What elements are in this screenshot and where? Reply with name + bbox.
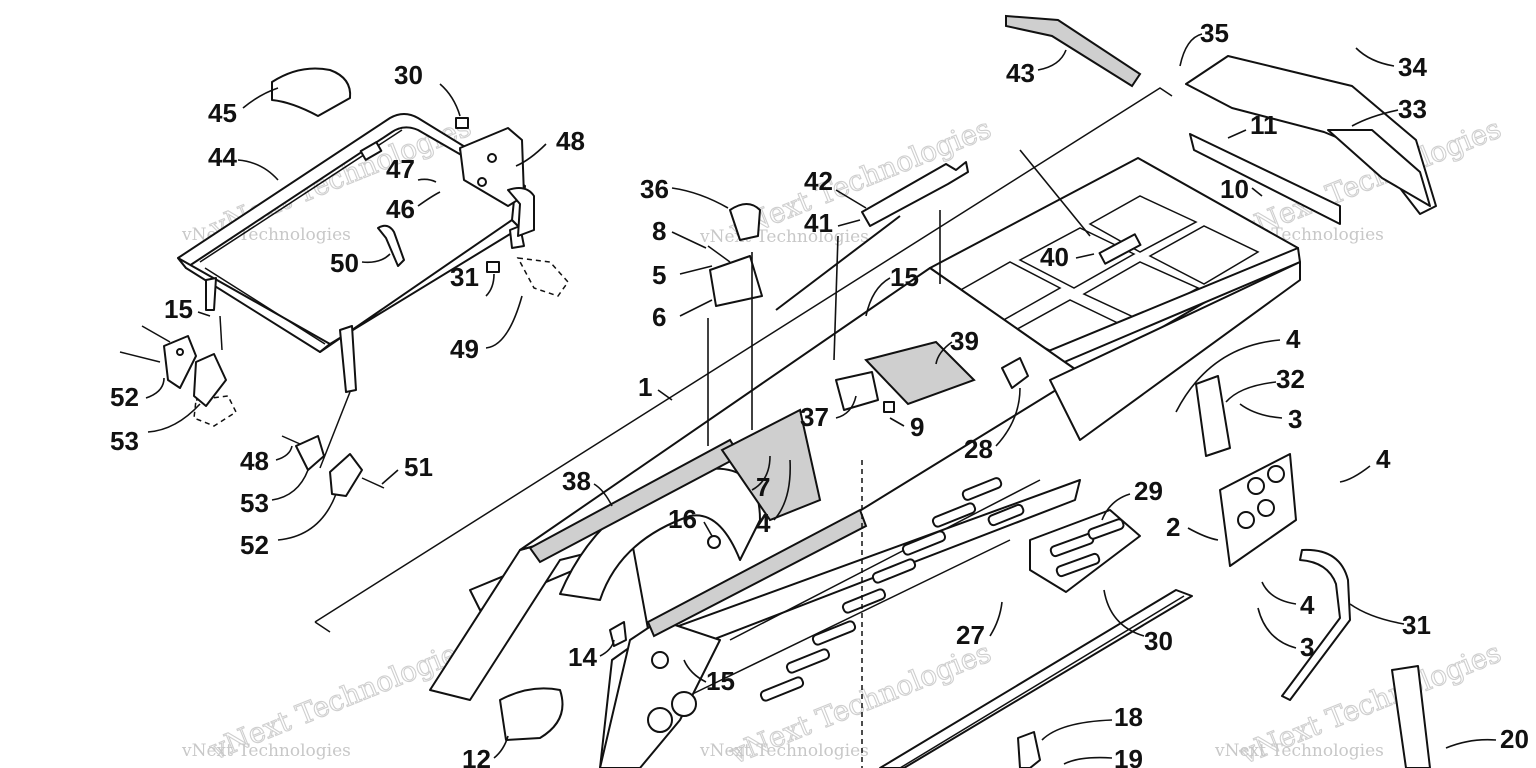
- leader-lines: [145, 33, 1497, 765]
- rear-rail: [1189, 133, 1341, 225]
- running-board-strip: [879, 589, 1193, 768]
- callout-51: 51: [404, 452, 433, 482]
- callout-39: 39: [950, 326, 979, 356]
- grab-handle-tube: [1281, 548, 1351, 701]
- callout-50: 50: [330, 248, 359, 278]
- callout-4: 4: [1300, 590, 1315, 620]
- watermark-text: vNext Technologies: [181, 741, 351, 761]
- callout-48: 48: [240, 446, 269, 476]
- callout-1: 1: [638, 372, 652, 402]
- callout-33: 33: [1398, 94, 1427, 124]
- callout-16: 16: [668, 504, 697, 534]
- callout-45: 45: [208, 98, 237, 128]
- clip-14: [609, 621, 627, 647]
- callout-18: 18: [1114, 702, 1143, 732]
- cup-12: [499, 687, 564, 741]
- callout-52: 52: [240, 530, 269, 560]
- callout-46: 46: [386, 194, 415, 224]
- strip-41: [775, 215, 901, 311]
- callout-12: 12: [462, 744, 491, 768]
- callout-40: 40: [1040, 242, 1069, 272]
- trim-strip-43: [1005, 14, 1142, 88]
- callout-34: 34: [1398, 52, 1427, 82]
- callout-10: 10: [1220, 174, 1249, 204]
- pin-28: [1001, 357, 1029, 389]
- tunnel-outline-bracket: [314, 87, 1173, 633]
- callout-20: 20: [1500, 724, 1529, 754]
- callout-4: 4: [756, 508, 771, 538]
- callout-31: 31: [1402, 610, 1431, 640]
- bumper-pad: [455, 117, 469, 129]
- bracket-18: [1017, 731, 1041, 768]
- callout-15: 15: [706, 666, 735, 696]
- rack-mount-bracket-upper: [119, 315, 227, 407]
- callout-35: 35: [1200, 18, 1229, 48]
- callout-14: 14: [568, 642, 597, 672]
- callout-3: 3: [1300, 632, 1314, 662]
- callout-3: 3: [1288, 404, 1302, 434]
- callout-32: 32: [1276, 364, 1305, 394]
- watermark-text: vNext Technologies: [699, 741, 869, 761]
- callout-5: 5: [652, 260, 666, 290]
- bumper-pad: [486, 261, 500, 273]
- callout-31: 31: [450, 262, 479, 292]
- bracket-37: [835, 371, 879, 411]
- callout-7: 7: [756, 472, 770, 502]
- tunnel-frame: [429, 157, 1301, 768]
- rear-rack: [177, 113, 526, 393]
- rear-bumper: [1185, 55, 1437, 215]
- foam-strips: [528, 408, 868, 638]
- rack-strap: [377, 224, 405, 267]
- dashed-mount: [193, 395, 237, 427]
- callout-37: 37: [800, 402, 829, 432]
- callout-28: 28: [964, 434, 993, 464]
- rack-cover: [271, 67, 352, 117]
- strip-42: [861, 161, 969, 227]
- callout-44: 44: [208, 142, 237, 172]
- lower-bracket: [1391, 665, 1431, 768]
- callout-11: 11: [1250, 110, 1278, 140]
- watermark-text: vNext Technologies: [1214, 741, 1384, 761]
- callout-4: 4: [1376, 444, 1391, 474]
- rack-mount-bracket-lower: [281, 391, 385, 497]
- callout-41: 41: [804, 208, 833, 238]
- callout-27: 27: [956, 620, 985, 650]
- callout-48: 48: [556, 126, 585, 156]
- callout-29: 29: [1134, 476, 1163, 506]
- control-box: [707, 203, 763, 307]
- callout-49: 49: [450, 334, 479, 364]
- callout-2: 2: [1166, 512, 1180, 542]
- callout-30: 30: [1144, 626, 1173, 656]
- callout-43: 43: [1006, 58, 1035, 88]
- watermark-text: vNext Technologies: [699, 227, 869, 247]
- callout-19: 19: [1114, 744, 1143, 768]
- callout-8: 8: [652, 216, 666, 246]
- callout-47: 47: [386, 154, 415, 184]
- callout-53: 53: [240, 488, 269, 518]
- callout-15: 15: [164, 294, 193, 324]
- fastener-9: [883, 401, 895, 413]
- bumper-cap: [1327, 129, 1431, 207]
- dashed-mount: [516, 257, 569, 297]
- running-board-slots: [759, 477, 1025, 702]
- callout-9: 9: [910, 412, 924, 442]
- callout-53: 53: [110, 426, 139, 456]
- callout-6: 6: [652, 302, 666, 332]
- callout-labels: 45 44 30 48 47 46 50 31 49 15 52 53 48 5…: [110, 18, 1529, 768]
- side-plate-32: [1195, 375, 1231, 457]
- rack-side-bracket: [459, 127, 535, 237]
- seat-pad: [864, 340, 976, 406]
- callout-42: 42: [804, 166, 833, 196]
- callout-52: 52: [110, 382, 139, 412]
- callout-15: 15: [890, 262, 919, 292]
- callout-30: 30: [394, 60, 423, 90]
- callout-36: 36: [640, 174, 669, 204]
- callout-4: 4: [1286, 324, 1301, 354]
- nut-16: [707, 535, 721, 549]
- callout-38: 38: [562, 466, 591, 496]
